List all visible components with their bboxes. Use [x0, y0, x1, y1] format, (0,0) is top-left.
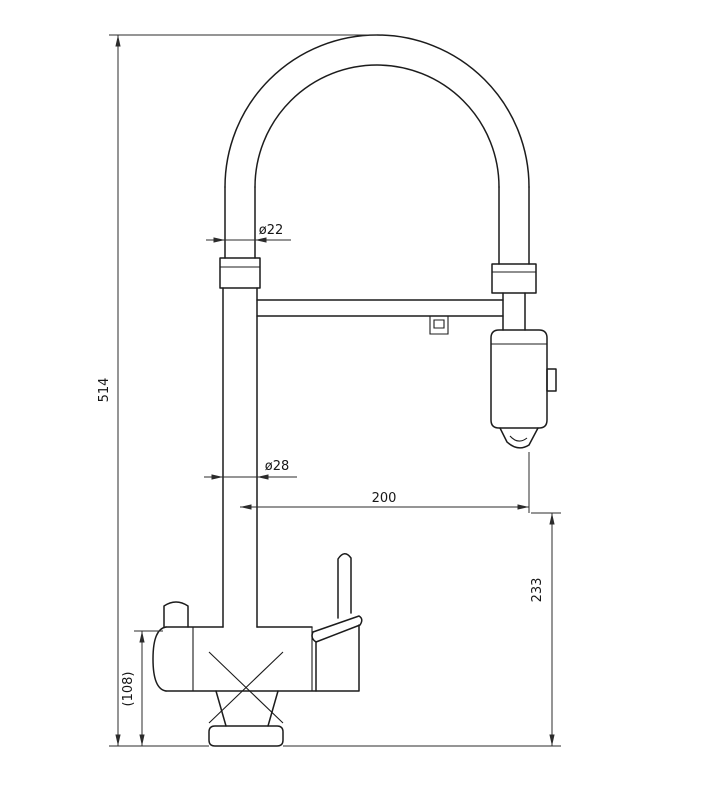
dim-200-label: 200	[372, 491, 397, 506]
dim-spray-drop: 233	[283, 512, 561, 747]
spout-outer-arc	[224, 34, 530, 188]
dim-hose-diameter: ø22	[206, 223, 291, 243]
dim-reach: 200	[240, 452, 530, 513]
spout-right-tube	[498, 186, 530, 265]
lever-stick	[337, 553, 352, 619]
dim-body-diameter: ø28	[204, 459, 297, 480]
base-plate	[208, 725, 284, 747]
faucet-outline	[152, 34, 557, 747]
spray-neck	[502, 292, 526, 331]
dim-233-label: 233	[530, 578, 545, 603]
holder-arm	[256, 299, 504, 317]
holder-arm-clip	[429, 315, 449, 335]
body-left-cap	[152, 626, 167, 692]
dim-108-label: (108)	[121, 672, 136, 707]
dim-overall-height: 514	[97, 34, 377, 747]
spray-button	[546, 368, 557, 392]
dim-o28-label: ø28	[265, 459, 290, 474]
spray-head-body	[490, 329, 548, 429]
spout-inner-arc	[254, 64, 500, 188]
dim-base-height: (108)	[121, 630, 163, 746]
base-cross-mark	[208, 651, 284, 724]
lever-base-disc	[311, 615, 363, 643]
spout-left-tube	[224, 186, 256, 259]
left-collar	[219, 257, 261, 289]
left-knob	[163, 601, 189, 628]
dimension-annotations: 514 (108) 200 233	[97, 34, 561, 747]
riser-column	[222, 287, 258, 628]
spray-nozzle-detail	[509, 435, 528, 442]
base-cone	[215, 690, 279, 727]
dim-514-label: 514	[97, 378, 112, 403]
right-collar	[491, 263, 537, 294]
dim-o22-label: ø22	[259, 223, 284, 238]
spray-nozzle	[499, 427, 539, 449]
lever-cylinder	[315, 624, 360, 692]
